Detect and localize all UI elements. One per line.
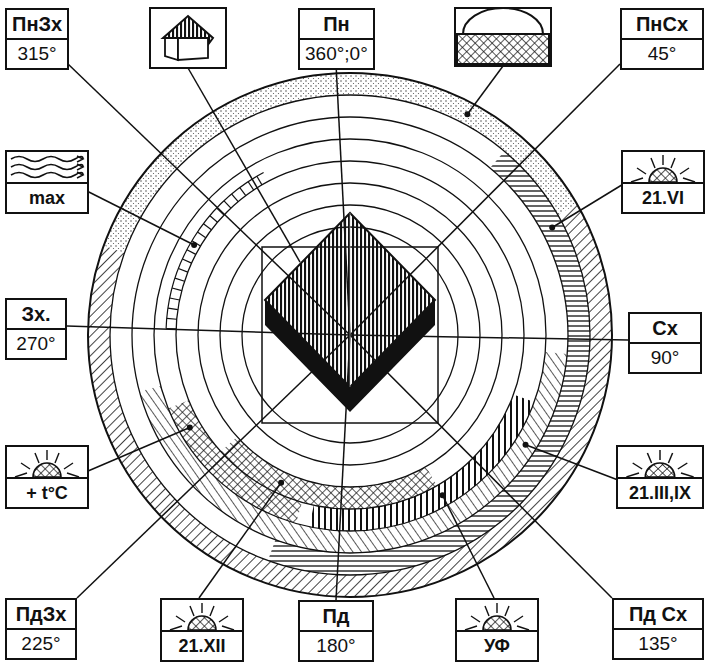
direction-box: Пд180° [298,600,374,662]
direction-box: Пн360°;0° [298,8,375,70]
direction-box: ПнЗх315° [5,8,69,70]
direction-name: Зх. [7,300,65,330]
sun-icon [623,152,703,184]
symbol-label: 21.VI [623,184,703,212]
symbol-box: 21.XII [160,598,244,662]
azimuth-value: 90° [630,344,700,372]
direction-name: ПнСх [622,10,702,40]
symbol-label: УФ [457,632,537,660]
azimuth-value: 225° [7,630,75,658]
direction-box: ПнСх45° [620,8,704,70]
azimuth-value: 270° [7,330,65,358]
direction-name: ПнЗх [7,10,67,40]
symbol-box: 21.VI [621,150,705,214]
direction-name: ПдЗх [7,600,75,630]
azimuth-value: 360°;0° [300,40,373,68]
sun-icon [618,447,702,479]
direction-box: Зх.270° [5,298,67,360]
direction-box: ПдЗх225° [5,598,77,660]
direction-name: Пд [300,602,372,632]
direction-name: Пд Сх [614,600,702,630]
wave-icon [7,152,87,184]
sun-icon [457,600,537,632]
azimuth-value: 45° [622,40,702,68]
azimuth-value: 180° [300,632,372,660]
symbol-label: + t°C [7,479,87,507]
azimuth-value: 135° [614,630,702,658]
symbol-box: УФ [455,598,539,662]
sun-icon [162,600,242,632]
azimuth-value: 315° [7,40,67,68]
symbol-label: max [7,184,87,212]
direction-name: Пн [300,10,373,40]
direction-box: Пд Сх135° [612,598,704,660]
direction-box: Сх90° [628,312,702,374]
symbol-box: + t°C [5,445,89,509]
symbol-box: 21.III,IX [616,445,704,509]
symbol-label: 21.III,IX [618,479,702,507]
direction-name: Сх [630,314,700,344]
symbol-label: 21.XII [162,632,242,660]
symbol-box: max [5,150,89,214]
sun-icon [7,447,87,479]
